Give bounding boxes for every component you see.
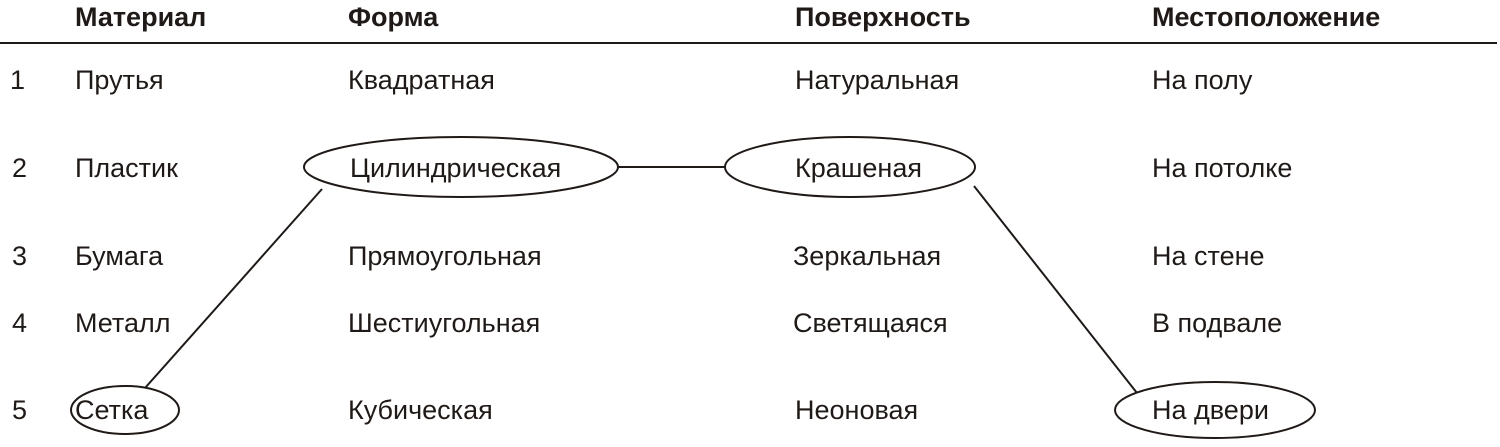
header-shape: Форма (348, 2, 439, 32)
cell-location: На стене (1152, 241, 1265, 271)
cell-surface: Натуральная (795, 65, 960, 95)
cell-material: Прутья (75, 65, 164, 95)
cell-surface: Неоновая (795, 395, 919, 425)
row-number: 1 (10, 65, 26, 95)
cell-surface: Светящаяся (793, 308, 948, 338)
cell-surface-selected: Крашеная (795, 153, 922, 183)
cell-shape: Квадратная (348, 65, 495, 95)
cell-material: Бумага (75, 241, 164, 271)
cell-material-selected: Сетка (75, 395, 149, 425)
cell-material: Металл (75, 308, 171, 338)
row-number: 2 (12, 153, 28, 183)
header-material: Материал (75, 2, 207, 32)
connector-surface-location (973, 185, 1138, 394)
connector-material-shape (144, 188, 323, 389)
cell-location-selected: На двери (1152, 395, 1269, 425)
cell-shape: Прямоугольная (348, 241, 542, 271)
header-location: Местоположение (1152, 2, 1381, 32)
cell-surface: Зеркальная (793, 241, 942, 271)
header-divider (0, 42, 1497, 44)
cell-location: В подвале (1152, 308, 1283, 338)
cell-location: На полу (1152, 65, 1253, 95)
cell-shape: Шестиугольная (348, 308, 541, 338)
row-number: 4 (12, 308, 28, 338)
cell-shape: Кубическая (348, 395, 493, 425)
cell-material: Пластик (75, 153, 178, 183)
cell-location: На потолке (1152, 153, 1293, 183)
cell-shape-selected: Цилиндрическая (350, 153, 562, 183)
header-surface: Поверхность (795, 2, 971, 32)
row-number: 3 (12, 241, 28, 271)
row-number: 5 (12, 395, 28, 425)
